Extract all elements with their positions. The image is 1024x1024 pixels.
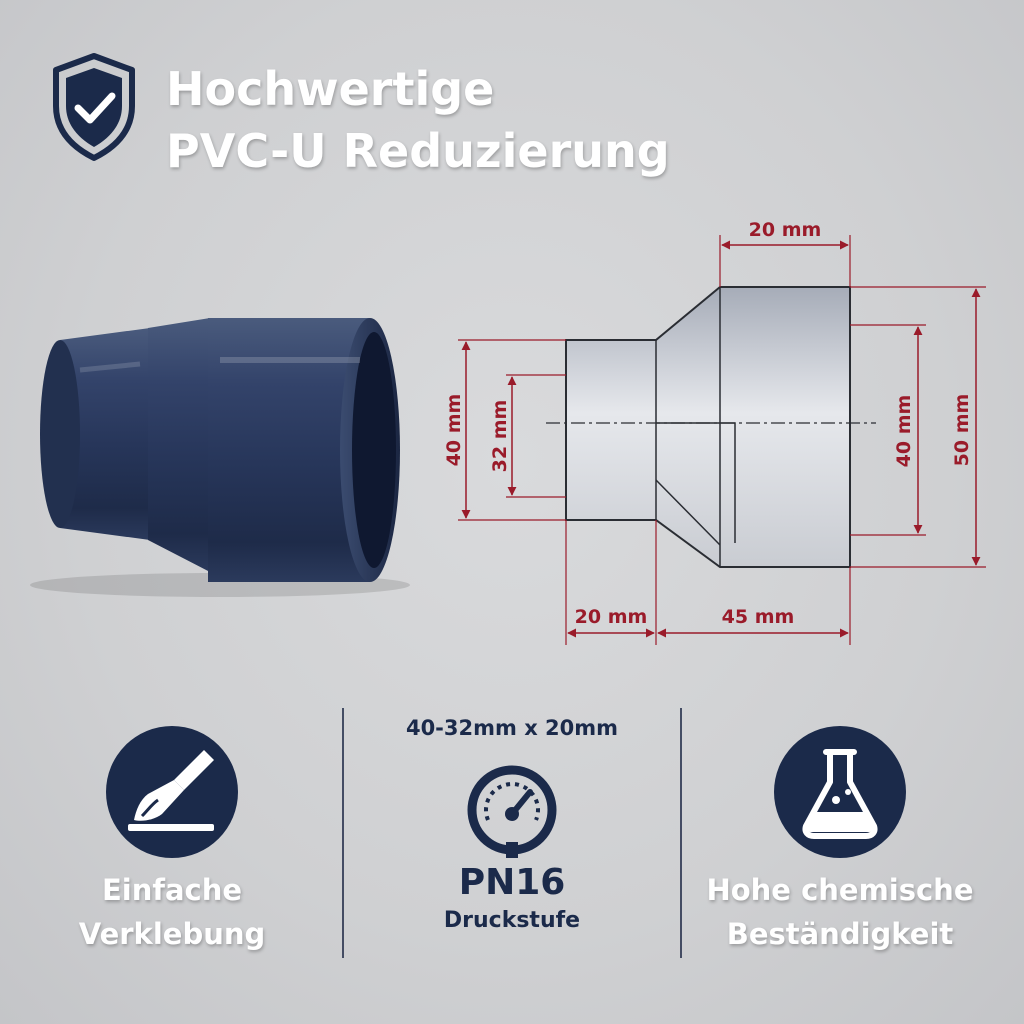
dim-right-inner: 40 mm	[893, 395, 915, 468]
dim-right-outer: 50 mm	[951, 394, 973, 467]
pressure-rating: PN16	[458, 862, 566, 903]
dim-left-inner: 32 mm	[489, 400, 511, 473]
technical-drawing: 20 mm 40 mm 32 mm 40 mm 50 mm 20 mm 45 m…	[443, 219, 986, 645]
feature-chemical-resistance: Hohe chemische Beständigkeit	[690, 700, 990, 980]
dim-top-width: 20 mm	[749, 219, 822, 241]
size-spec: 40-32mm x 20mm	[405, 716, 619, 740]
feature-chemical-line-1: Hohe chemische	[706, 873, 974, 907]
title-line-1: Hochwertige	[166, 62, 495, 116]
pressure-gauge-icon	[467, 765, 557, 858]
feature-glue-line-1: Einfache	[101, 873, 243, 907]
divider-right	[680, 708, 682, 958]
shield-check-icon	[53, 53, 135, 161]
divider-left	[342, 708, 344, 958]
feature-pressure-rating: 40-32mm x 20mm PN16 Druckstufe	[362, 700, 662, 980]
feature-glue-label: Einfache Verklebung	[22, 868, 322, 956]
feature-easy-gluing: Einfache Verklebung	[22, 700, 322, 980]
dim-bottom-right: 45 mm	[722, 606, 795, 628]
reducer-product-image	[30, 318, 410, 597]
flask-icon	[774, 726, 906, 858]
page-title: Hochwertige PVC-U Reduzierung	[166, 58, 670, 182]
header: Hochwertige PVC-U Reduzierung	[50, 52, 750, 192]
feature-chemical-label: Hohe chemische Beständigkeit	[690, 868, 990, 956]
glue-brush-icon	[106, 726, 238, 858]
dim-left-outer: 40 mm	[443, 394, 465, 467]
title-line-2: PVC-U Reduzierung	[166, 124, 670, 178]
pressure-rating-label: Druckstufe	[443, 908, 581, 933]
dim-bottom-left: 20 mm	[575, 606, 648, 628]
feature-chemical-line-2: Beständigkeit	[726, 917, 954, 951]
feature-glue-line-2: Verklebung	[78, 917, 266, 951]
